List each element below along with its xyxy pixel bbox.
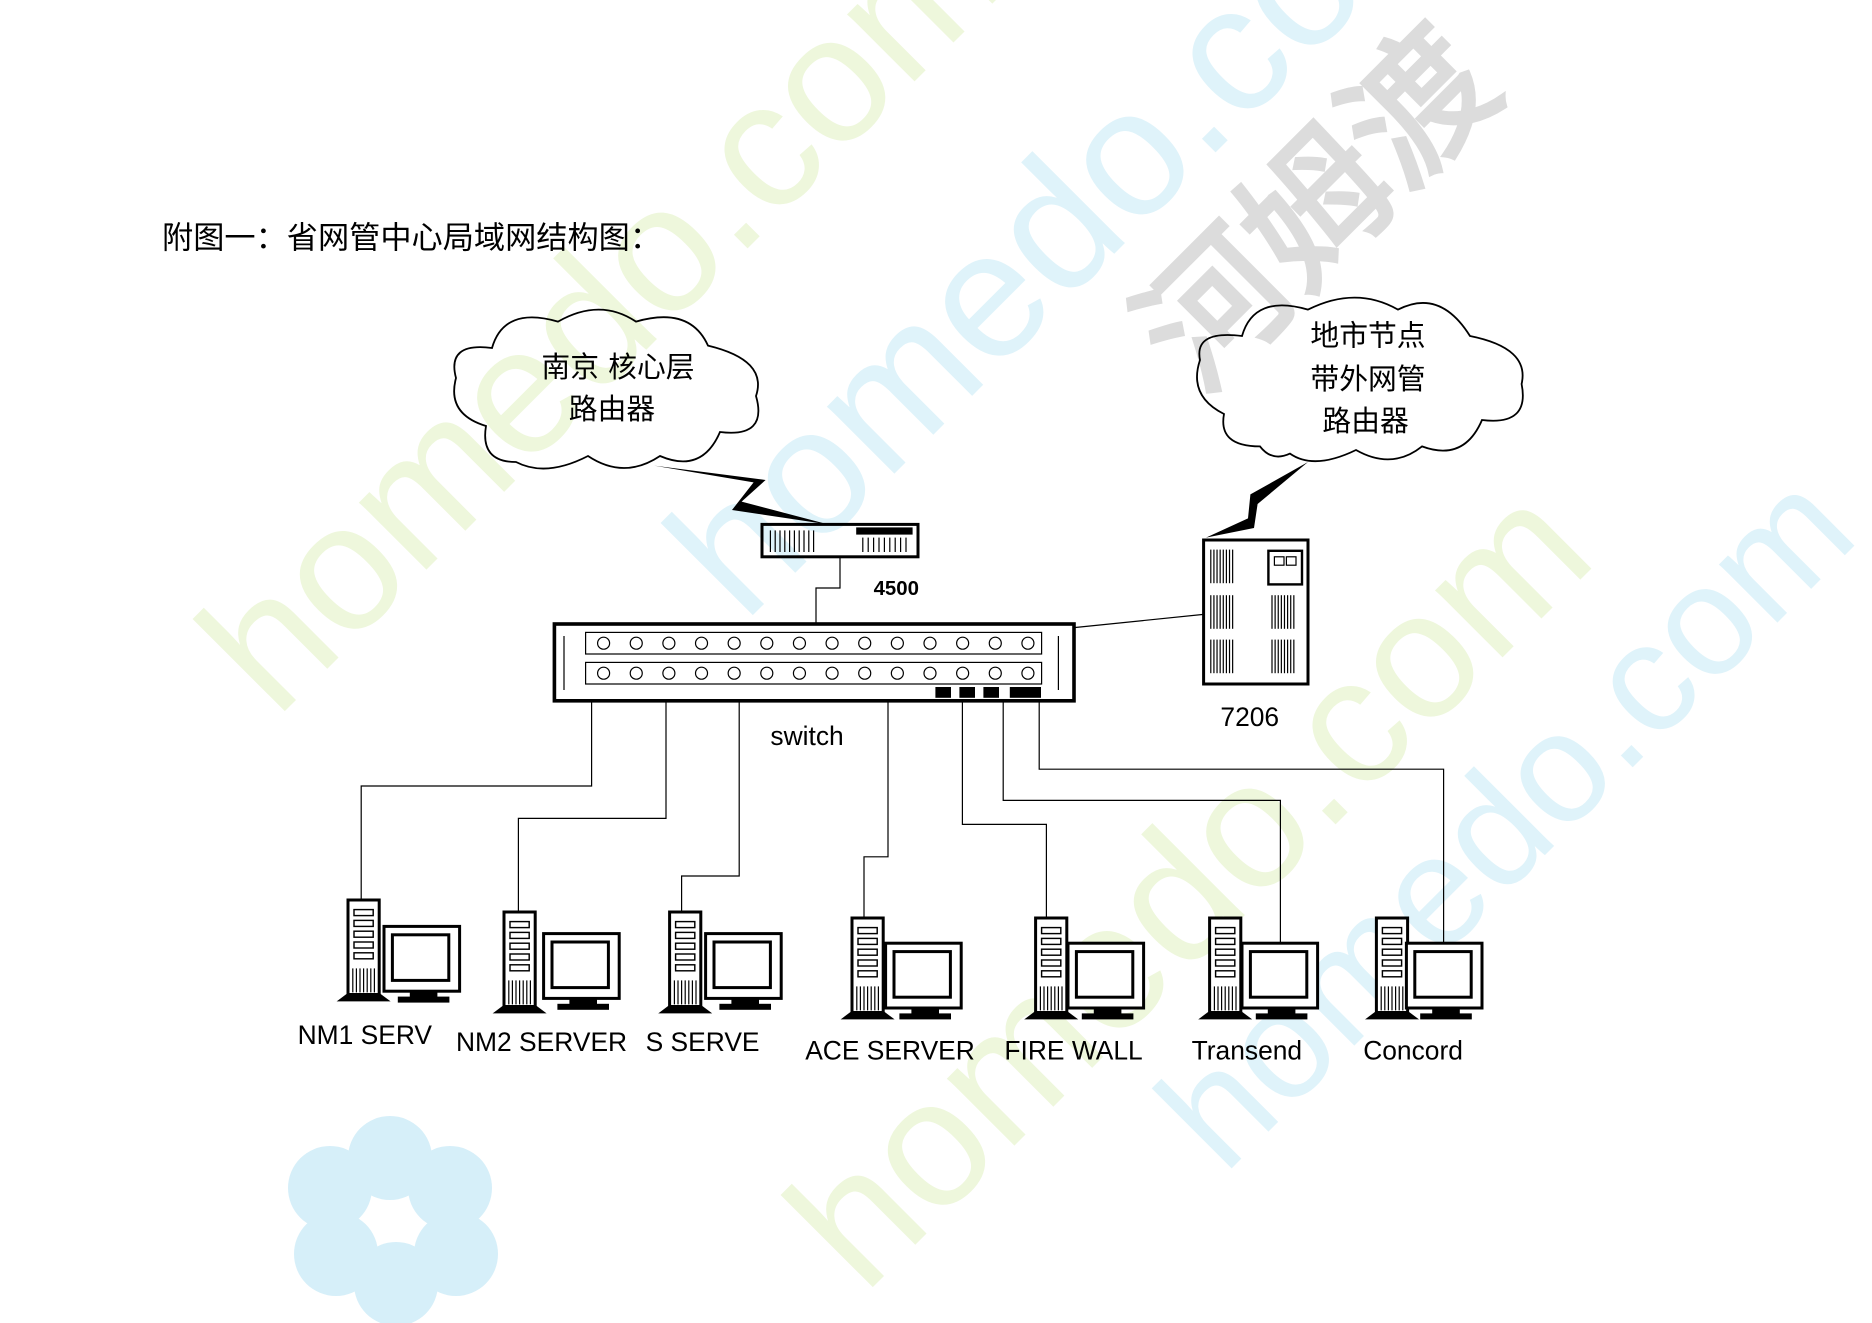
switch-port (923, 666, 937, 680)
switch-port (629, 666, 643, 680)
host-computer: ACE SERVER (805, 916, 975, 1066)
switch-port (792, 666, 807, 680)
switch-port (662, 666, 676, 680)
switch-port (694, 636, 709, 650)
watermark: homedo.com homedo.com homedo.com homedo.… (161, 0, 1872, 1323)
host-label: Transend (1192, 1036, 1303, 1066)
switch-port (727, 636, 741, 650)
switch-port (1021, 636, 1035, 650)
router2-label: 7206 (1220, 702, 1279, 732)
cloud-text: 路由器 (1322, 404, 1408, 438)
wan-link-lightning-icon (654, 465, 828, 525)
switch-port (727, 666, 741, 680)
switch-port (760, 666, 774, 680)
cloud-text: 南京 核心层 (541, 350, 694, 384)
cloud-text: 路由器 (569, 392, 655, 426)
switch-port (597, 636, 611, 650)
cloud-text: 地市节点 (1310, 319, 1425, 353)
host-label: NM1 SERV (298, 1020, 433, 1050)
router-7206 (1202, 538, 1310, 686)
page-title: 附图一：省网管中心局域网结构图： (162, 220, 661, 256)
cloud-core-router: 南京 核心层 路由器 (453, 308, 760, 470)
switch-port (890, 636, 904, 650)
switch-port (694, 666, 709, 680)
switch-port (825, 636, 839, 650)
host-computer: NM1 SERV (298, 898, 462, 1050)
switch-port (858, 636, 872, 650)
host-label: FIRE WALL (1004, 1036, 1142, 1066)
switch-port (858, 666, 872, 680)
host-label: ACE SERVER (805, 1036, 975, 1066)
switch-label: switch (770, 721, 843, 751)
switch-port (760, 636, 774, 650)
switch-port (988, 636, 1002, 650)
host-links (360, 700, 1445, 996)
link-line (1073, 613, 1204, 629)
host-label: Concord (1363, 1036, 1463, 1066)
switch-port (597, 666, 611, 680)
switch-port (890, 666, 904, 680)
switch (552, 622, 1076, 703)
switch-port (956, 666, 970, 680)
host-computer: Concord (1363, 916, 1484, 1066)
switch-port (629, 636, 643, 650)
switch-port (825, 666, 839, 680)
watermark-flower-icon (288, 1116, 498, 1323)
host-computer: FIRE WALL (1004, 916, 1146, 1066)
hosts: NM1 SERV NM2 SERVER S SERVE ACE SERVER FIRE … (298, 898, 1484, 1066)
switch-port (662, 636, 676, 650)
cloud-regional-router: 地市节点 带外网管 路由器 (1196, 296, 1524, 463)
switch-port (988, 666, 1002, 680)
host-computer: NM2 SERVER (456, 910, 627, 1057)
switch-port (1021, 666, 1035, 680)
host-label: NM2 SERVER (456, 1027, 627, 1057)
host-computer: Transend (1192, 916, 1320, 1066)
link-line (815, 556, 841, 624)
cloud-text: 带外网管 (1310, 362, 1425, 396)
host-label: S SERVE (646, 1027, 760, 1057)
wan-link-lightning-icon (1206, 462, 1308, 538)
host-computer: S SERVE (646, 910, 783, 1057)
switch-port (792, 636, 807, 650)
switch-port (956, 636, 970, 650)
router-label: 4500 (874, 578, 919, 600)
switch-port (923, 636, 937, 650)
